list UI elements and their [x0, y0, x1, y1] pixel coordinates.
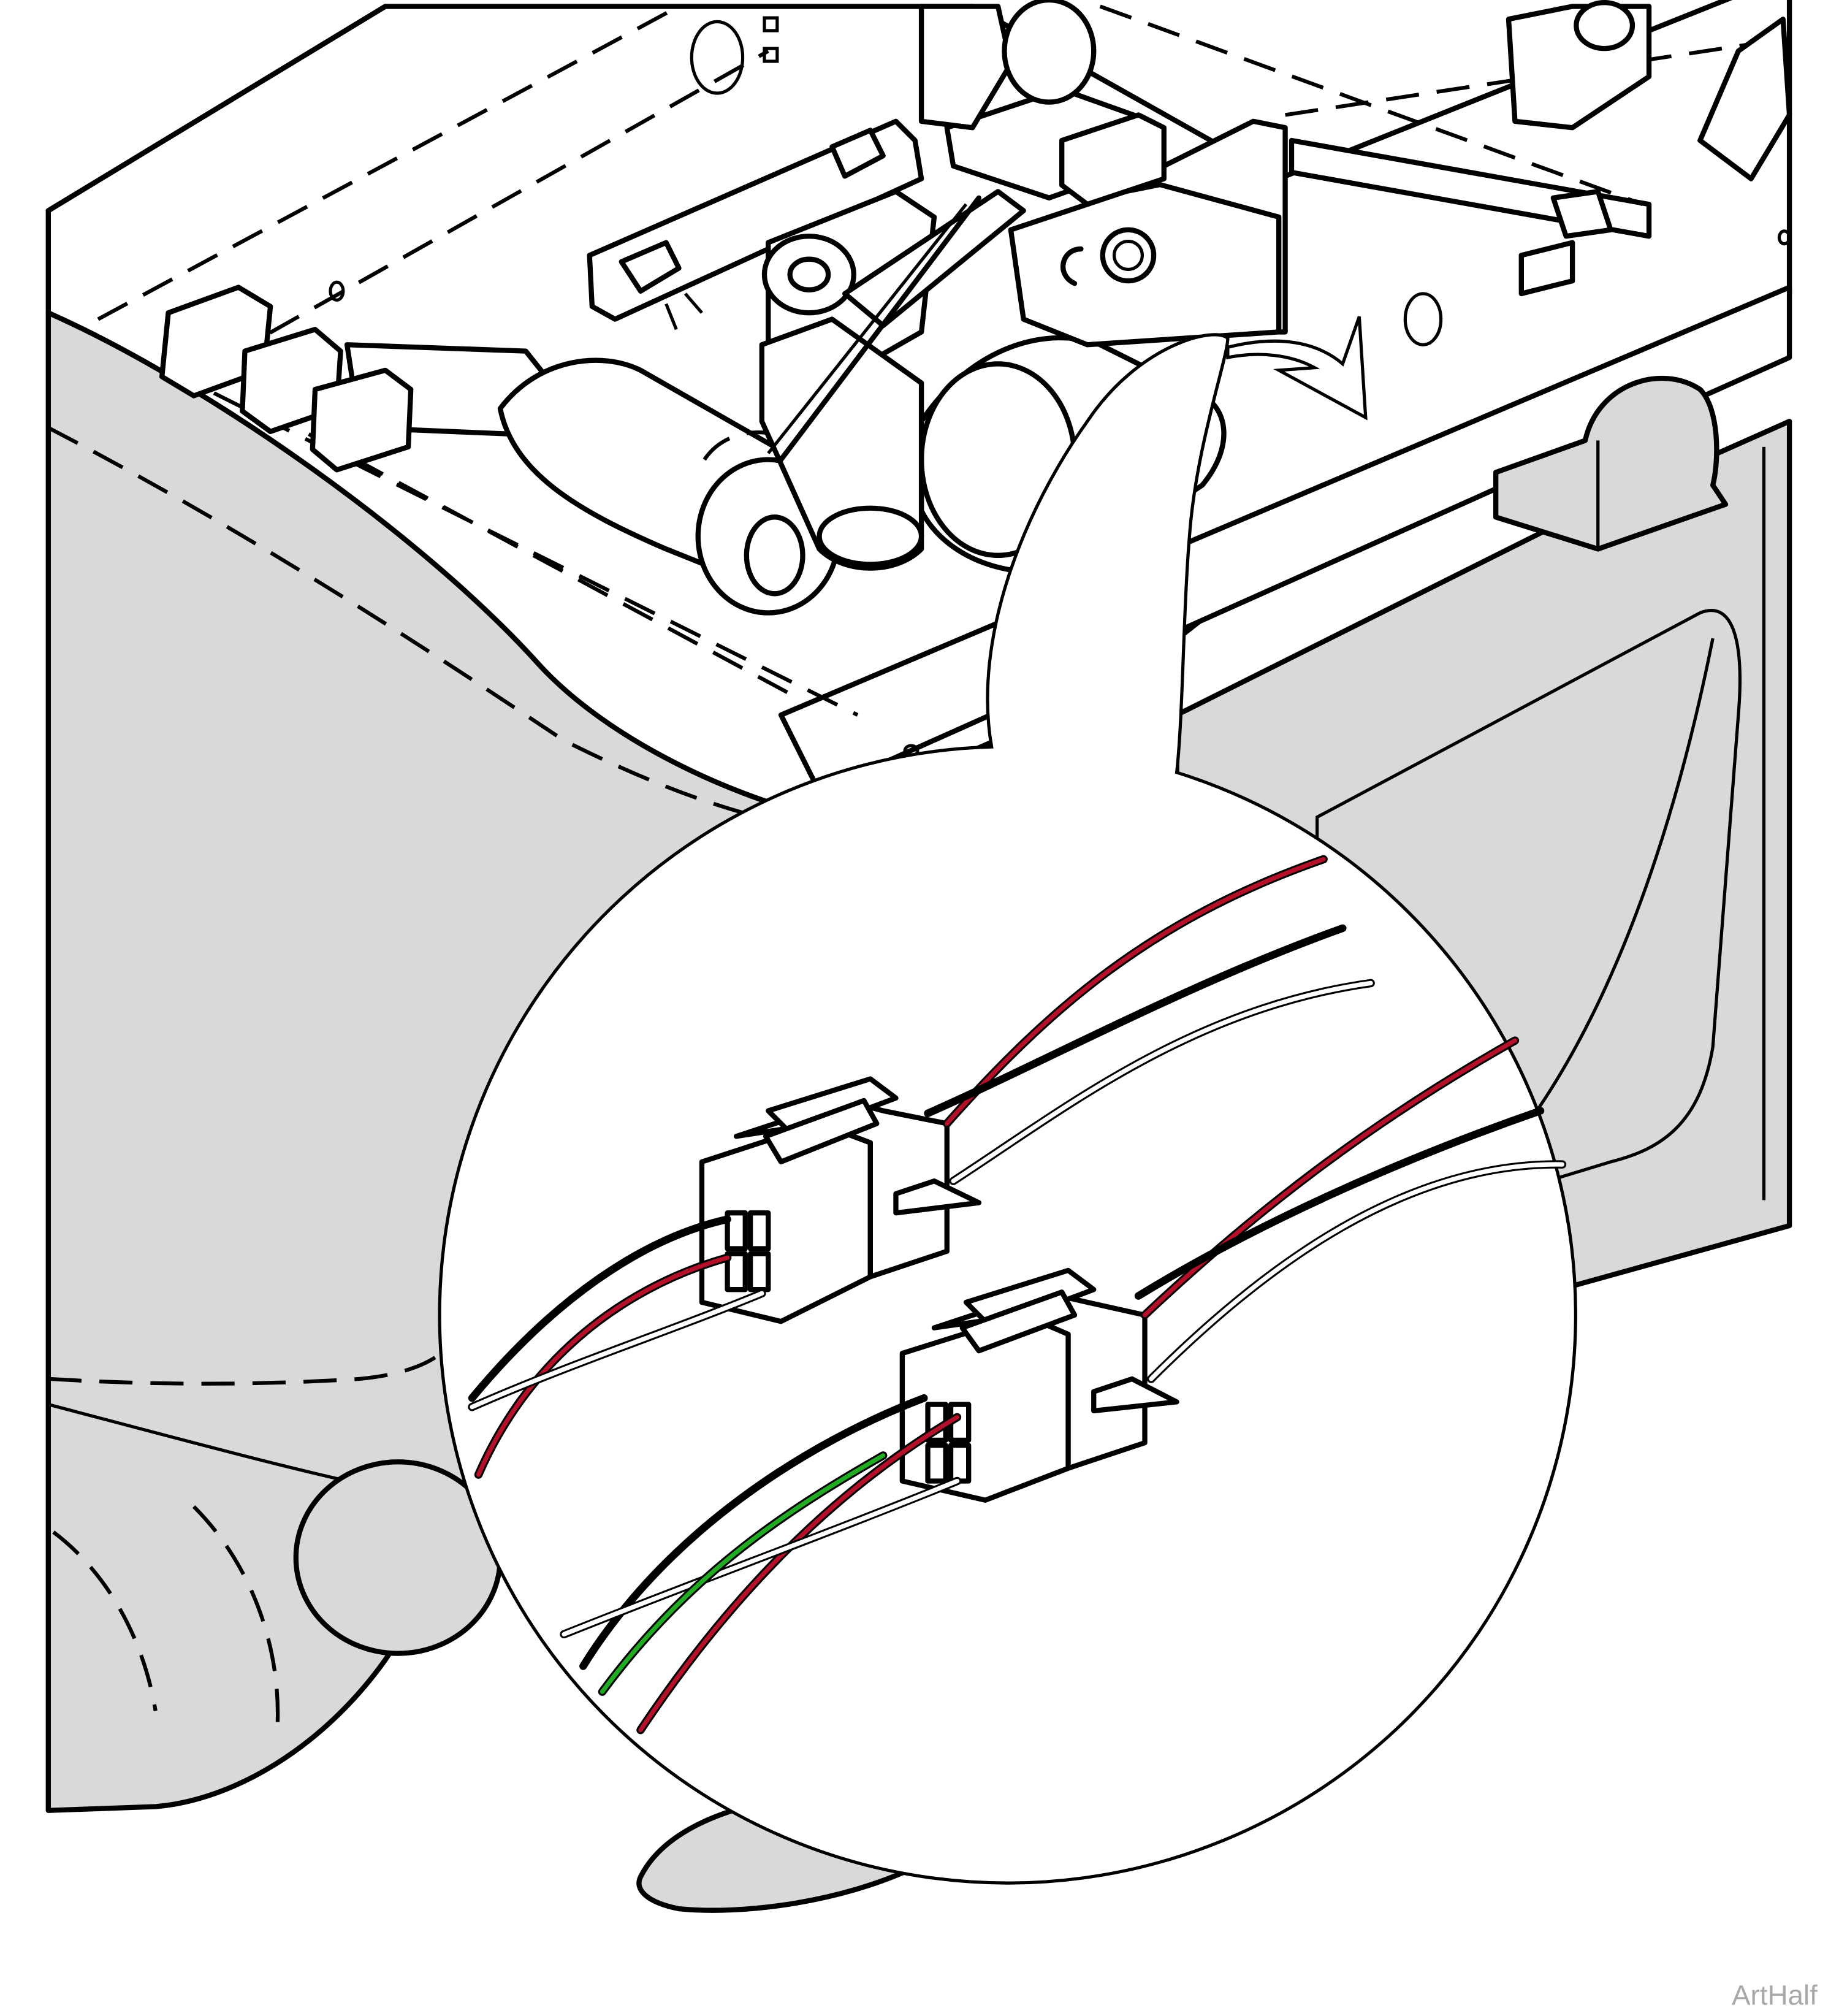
wire-red	[638, 1415, 960, 1733]
wire-black	[924, 925, 1346, 1117]
cable	[767, 203, 968, 454]
detail-callout	[438, 316, 1577, 1885]
frame-left-edge	[45, 4, 388, 213]
board-pin	[683, 292, 703, 314]
wire-red	[945, 857, 1326, 1126]
right-cover-arc	[1507, 638, 1715, 1150]
callout-arrow	[1226, 316, 1368, 421]
upper-pivot-block	[1059, 112, 1167, 207]
lower-connector-tab	[1091, 1376, 1179, 1414]
frame-hole	[329, 280, 345, 302]
roller-arm	[1697, 17, 1792, 181]
frame-hole	[1777, 229, 1791, 246]
wire-white	[470, 1291, 764, 1410]
wire-red	[476, 1255, 730, 1477]
piston-body	[759, 316, 924, 571]
motor-shaft-hole	[744, 514, 805, 597]
upper-connector-latch-top	[763, 1098, 880, 1165]
lower-connector-latch-top	[959, 1289, 1078, 1354]
internal-mechanism	[159, 0, 1792, 616]
side-block	[1518, 240, 1575, 297]
wire-black	[1135, 1107, 1544, 1299]
board-switch	[619, 240, 682, 294]
left-cover-seam	[47, 426, 820, 832]
roller	[1574, 0, 1635, 52]
upper-connector-tab	[893, 1178, 981, 1216]
figure-caption: ArtHalf	[1732, 1979, 1818, 2010]
right-cover-panel	[1315, 608, 1742, 1254]
mount-slot	[763, 16, 779, 32]
bumper-pad-body	[1493, 375, 1729, 552]
wire-harness	[468, 855, 1567, 1735]
piston-ring	[817, 505, 924, 567]
wire-white	[951, 980, 1373, 1183]
callout-bubble	[438, 333, 1577, 1885]
left-cover-lower-seam	[48, 1327, 464, 1386]
wire-green	[600, 1453, 886, 1694]
wire-black	[469, 1216, 731, 1401]
cable	[778, 195, 981, 462]
bumper-pad	[1493, 375, 1729, 552]
coupler-block	[310, 367, 414, 473]
lower-connector-cavity	[925, 1443, 948, 1484]
frame-hole	[1403, 292, 1443, 346]
pivot-joint-inner	[787, 256, 831, 292]
wire-white	[1149, 1162, 1565, 1381]
mount-slot	[763, 47, 779, 63]
upper-connector-cavity	[747, 1210, 771, 1251]
lower-connector	[899, 1267, 1179, 1503]
wire-white	[562, 1478, 960, 1637]
board-switch	[829, 128, 886, 179]
upper-connector-cavity	[747, 1251, 771, 1292]
lower-connector-cavity	[948, 1443, 972, 1484]
frame-back-edge-dash	[97, 4, 1643, 385]
side-block	[1550, 189, 1613, 239]
wire-red	[1142, 1038, 1518, 1318]
upper-connector	[699, 1076, 981, 1324]
link-bracket-top	[1135, 118, 1288, 335]
upper-hub	[918, 4, 1014, 131]
frame-hole	[690, 20, 745, 95]
upper-hub-face	[1002, 0, 1097, 105]
board-pin	[664, 303, 678, 330]
e-clip	[1060, 246, 1084, 286]
pin-head	[1100, 227, 1157, 284]
lower-left-detail	[52, 1505, 280, 1737]
pin-head-inner	[1112, 239, 1144, 271]
